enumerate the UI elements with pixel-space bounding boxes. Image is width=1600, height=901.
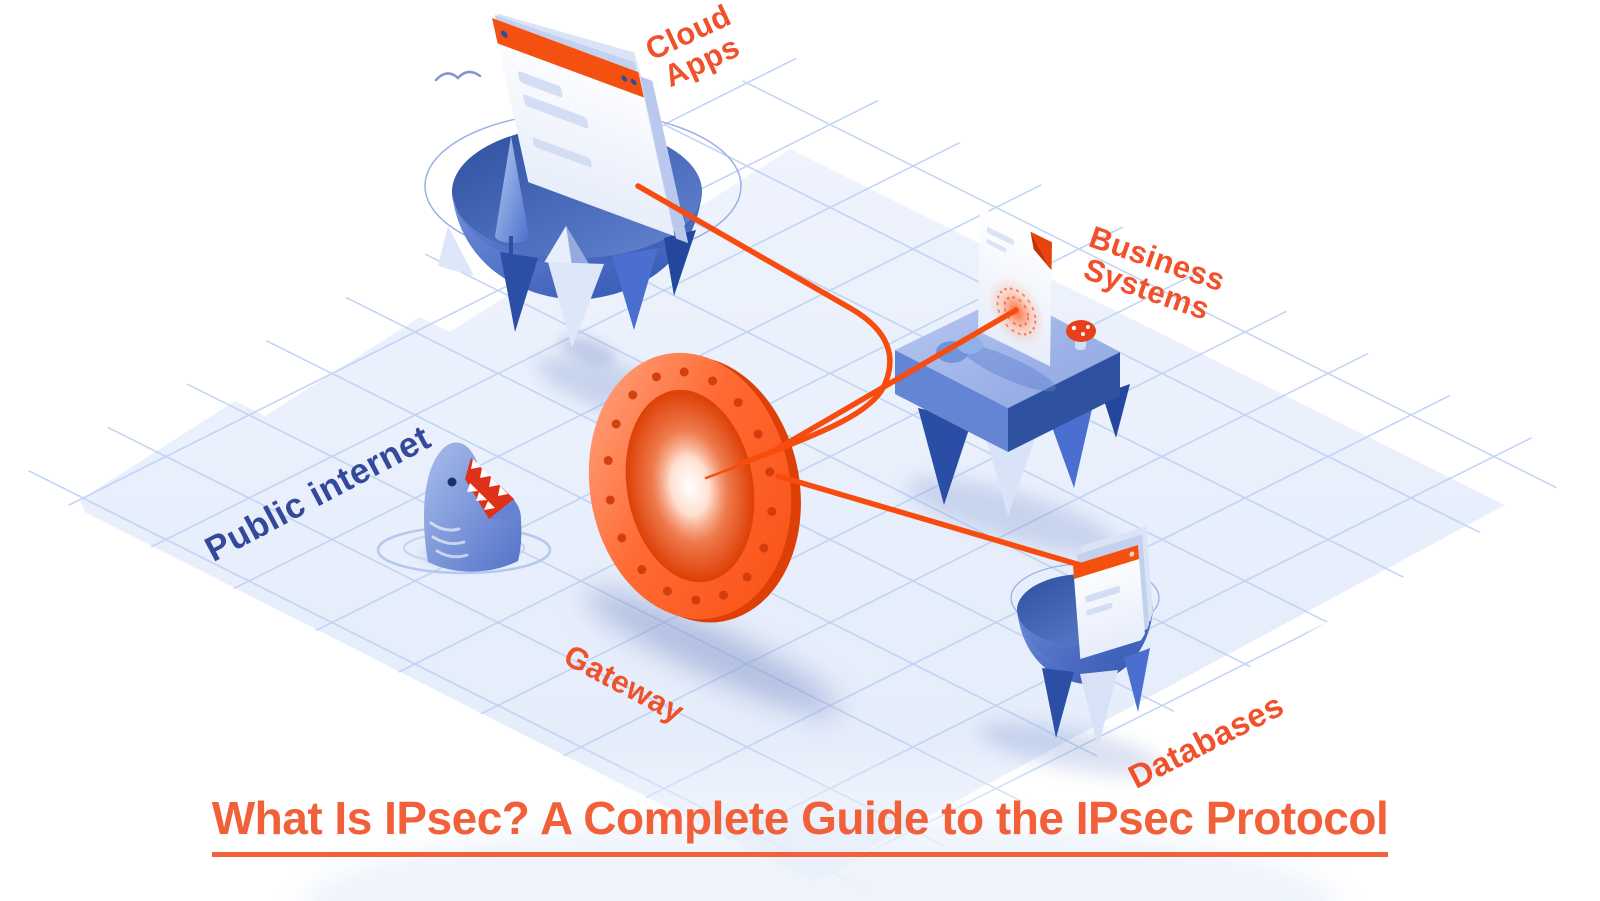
rock-shard	[918, 408, 972, 505]
content-line	[986, 227, 1014, 246]
document-fold-corner	[1030, 231, 1053, 271]
shark-gills	[429, 521, 469, 559]
content-line	[1086, 602, 1113, 616]
shark-body	[424, 442, 522, 572]
target-ring	[1003, 296, 1030, 327]
shark-teeth	[467, 459, 508, 510]
page-shadow	[960, 344, 1056, 392]
window-titlebar	[1073, 545, 1140, 579]
gateway-ring	[588, 352, 801, 623]
line-gateway-center	[704, 448, 782, 480]
mushroom-icon	[1066, 320, 1096, 350]
shark-eye	[447, 477, 457, 487]
rock-shard	[500, 252, 538, 332]
rock-shard	[612, 248, 658, 330]
business-document	[978, 207, 1053, 367]
side-sheet	[640, 76, 689, 244]
gateway-shadow	[584, 588, 840, 716]
page-title-link[interactable]: What Is IPsec? A Complete Guide to the I…	[211, 791, 1389, 857]
cloud-apps-island	[424, 13, 775, 448]
rock-shard	[1080, 670, 1118, 748]
line-gateway-to-business	[769, 307, 1019, 455]
content-line	[986, 239, 1007, 253]
rock-shard	[548, 262, 604, 348]
window-dot-icon	[621, 75, 628, 82]
window-titlebar	[492, 18, 644, 98]
platform-top-face	[895, 294, 1120, 408]
window-dot-icon	[500, 30, 508, 38]
bird-icon	[434, 70, 482, 82]
rock-shard	[438, 226, 474, 276]
databases-island	[978, 526, 1166, 778]
island-bowl-front	[1017, 610, 1153, 684]
shark-jaw	[489, 499, 521, 519]
ring-glow	[625, 389, 755, 583]
content-line	[517, 71, 563, 98]
cloud-apps-browser-window	[492, 13, 689, 244]
rock-shard	[664, 230, 696, 296]
line-gateway-to-databases	[775, 473, 1090, 570]
rock-shard	[982, 424, 1038, 516]
shark-mouth	[465, 458, 514, 519]
platform-right-face	[1008, 352, 1120, 452]
window-dot-icon	[630, 78, 637, 86]
platform-left-face	[895, 350, 1008, 452]
window-dot-icon	[1129, 551, 1135, 557]
shark	[376, 442, 552, 575]
page-title-row: What Is IPsec? A Complete Guide to the I…	[0, 791, 1600, 857]
target-ring	[996, 287, 1037, 336]
content-line	[523, 94, 589, 129]
pyramid-shade	[566, 226, 590, 266]
ring-rivets	[603, 367, 777, 605]
tree-icon	[495, 136, 529, 243]
business-systems-island	[895, 207, 1130, 555]
rock-shard	[1042, 668, 1074, 738]
business-shadow	[906, 477, 1118, 555]
connection-lines	[635, 183, 1090, 570]
content-line	[1085, 585, 1121, 603]
rock-shard	[1124, 648, 1150, 712]
databases-browser-window	[1073, 526, 1154, 659]
bottom-wash	[301, 818, 1339, 901]
content-line	[532, 137, 592, 168]
